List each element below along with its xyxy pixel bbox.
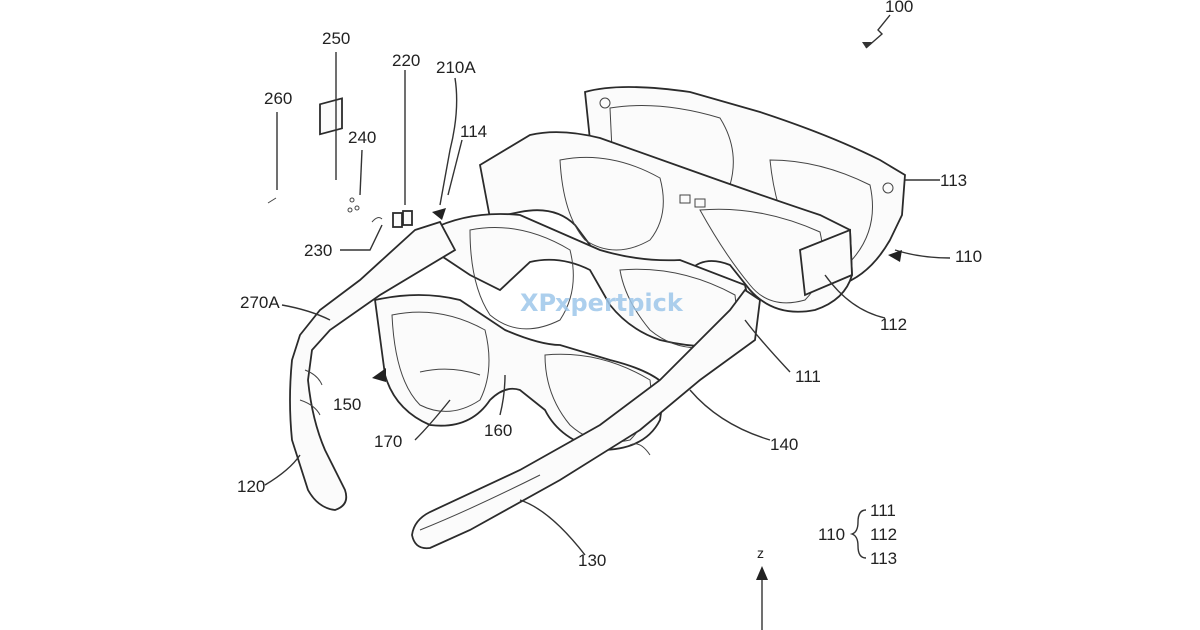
right-temple-arm-130: [411, 288, 761, 550]
axis-label-z: z: [757, 545, 764, 561]
label-250: 250: [322, 29, 350, 48]
watermark-text: xpertpick: [555, 289, 684, 317]
label-113: 113: [940, 171, 967, 190]
label-120: 120: [237, 477, 265, 496]
legend-item-112: 112: [870, 525, 897, 544]
watermark-mark: XP: [520, 289, 556, 317]
legend-item-111: 111: [870, 501, 896, 520]
label-240: 240: [348, 128, 376, 147]
label-220: 220: [392, 51, 420, 70]
label-140: 140: [770, 435, 798, 454]
figure-ref-number: 100: [885, 0, 913, 16]
loose-components: [267, 97, 413, 228]
watermark-logo: XP xpertpick: [520, 289, 684, 317]
legend-group-110: 110: [818, 525, 845, 544]
front-frame-150: [373, 294, 666, 451]
middle-lens-frame-111: [478, 131, 853, 313]
label-114: 114: [460, 122, 487, 141]
label-110: 110: [955, 247, 982, 266]
label-210A: 210A: [436, 58, 476, 77]
label-230: 230: [304, 241, 332, 260]
label-160: 160: [484, 421, 512, 440]
leader-lines: [264, 14, 951, 556]
assembly-arrows: [372, 208, 902, 382]
left-temple-arm-120: [289, 220, 457, 511]
label-270A: 270A: [240, 293, 280, 312]
legend-brace: [849, 509, 867, 559]
label-150: 150: [333, 395, 361, 414]
label-170: 170: [374, 432, 402, 451]
z-axis-arrow: [756, 566, 768, 630]
label-260: 260: [264, 89, 292, 108]
label-112: 112: [880, 315, 907, 334]
label-111: 111: [795, 367, 821, 386]
legend-item-113: 113: [870, 549, 897, 568]
label-130: 130: [578, 551, 606, 570]
